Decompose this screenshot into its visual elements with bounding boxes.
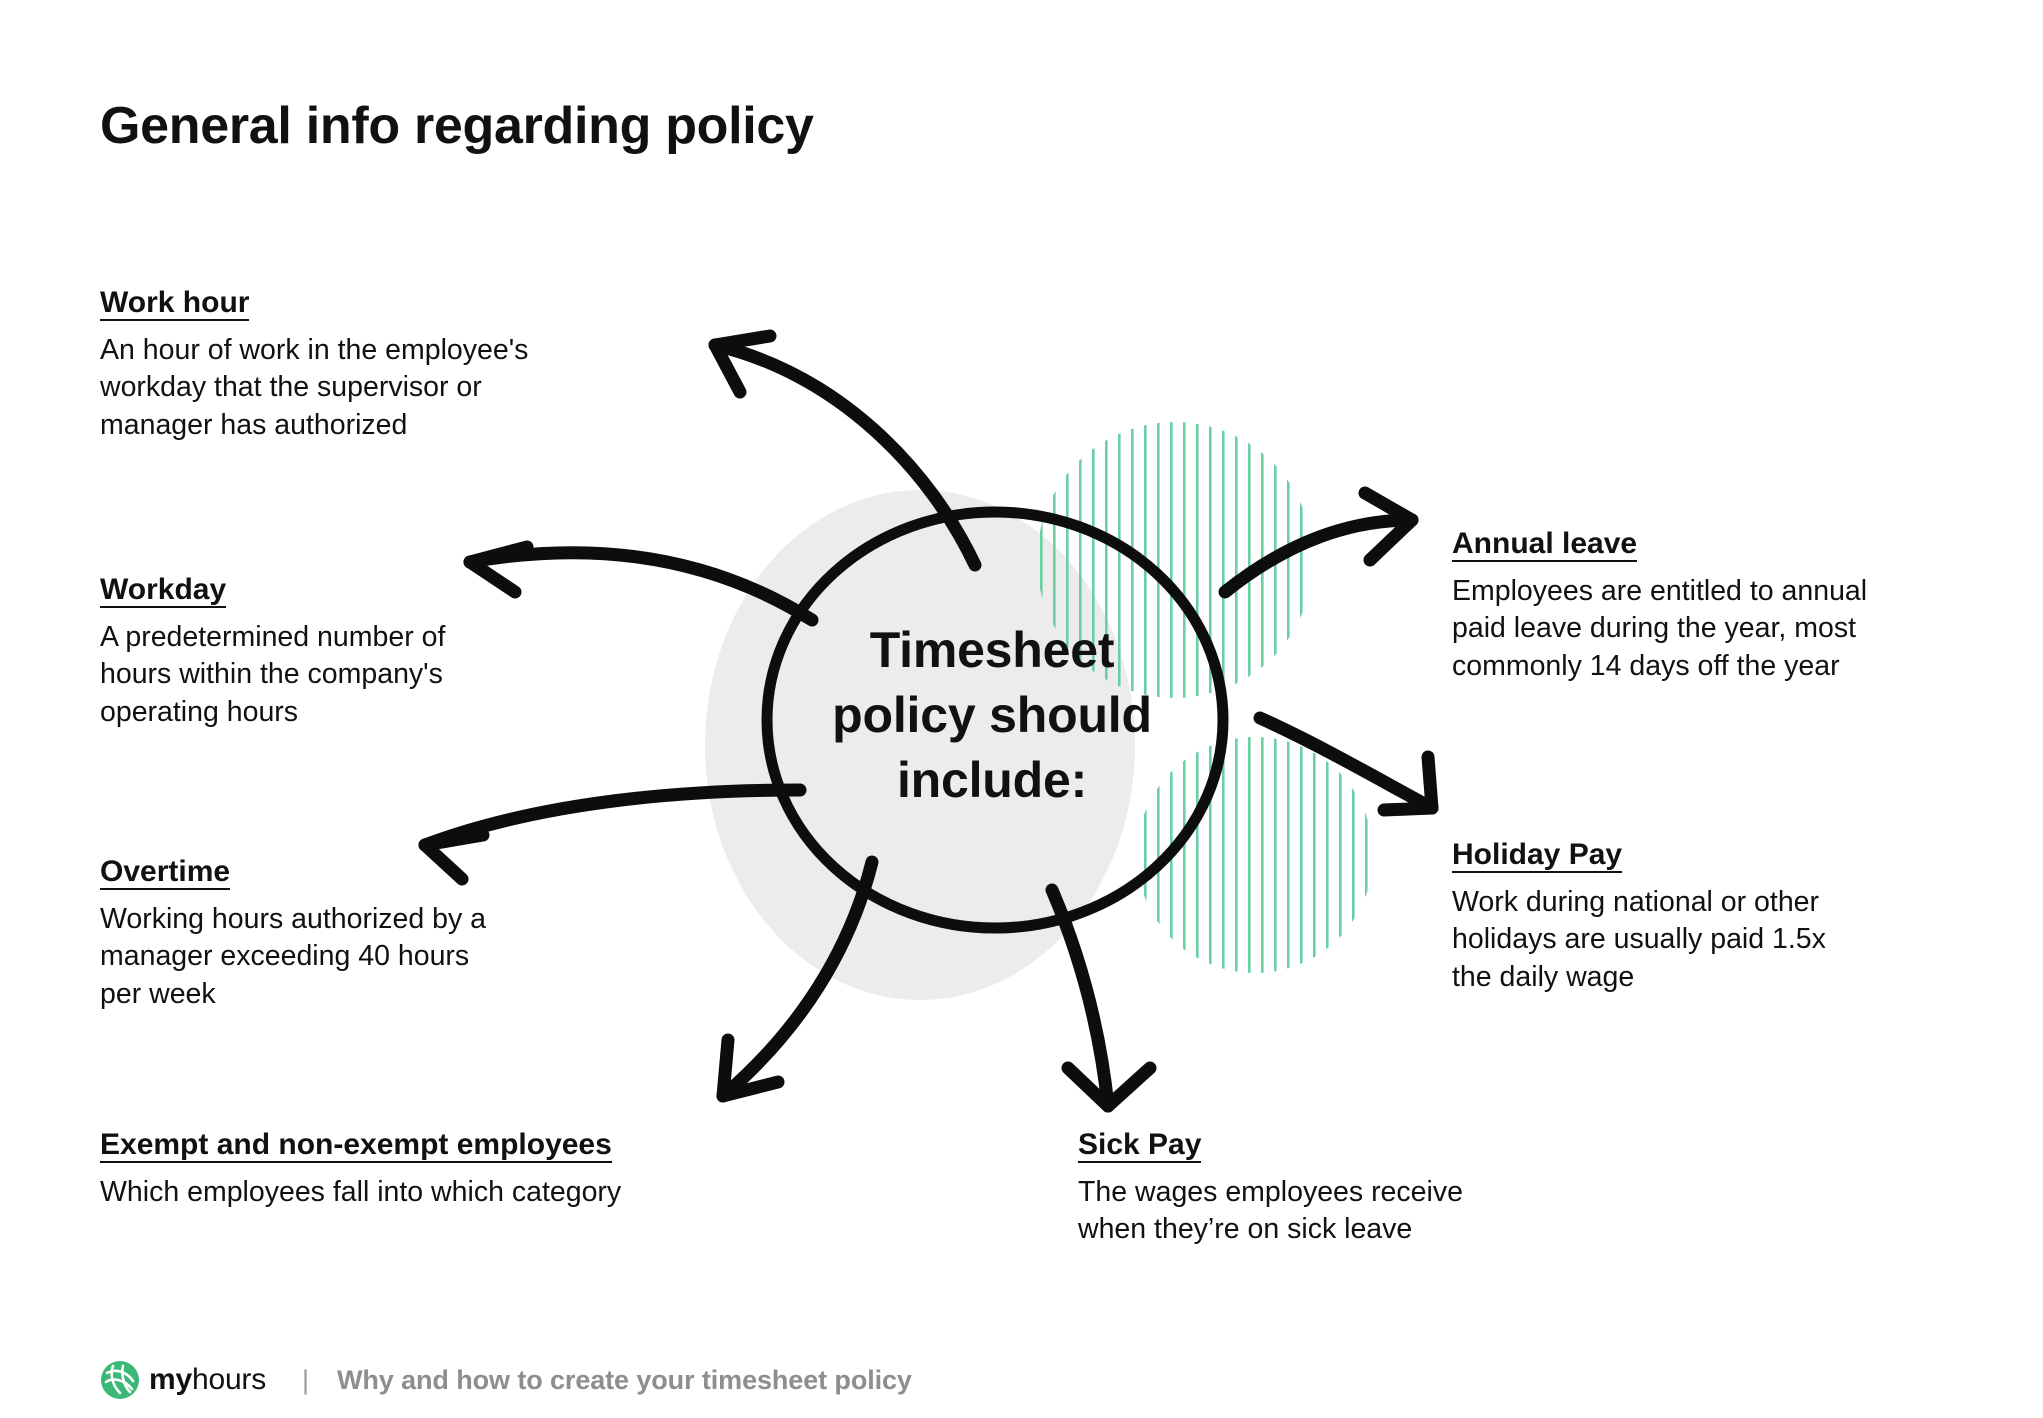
callout-holiday-pay: Holiday Pay Work during national or othe… [1452, 838, 1972, 997]
callout-body-work-hour: An hour of work in the employee's workda… [100, 333, 529, 442]
central-ellipse [761, 506, 1229, 934]
callout-heading-sick-pay: Sick Pay [1078, 1128, 1202, 1167]
arrow-to-holiday-pay [1253, 711, 1439, 817]
callout-heading-work-hour: Work hour [100, 286, 250, 325]
brand-hours: hours [191, 1363, 267, 1396]
callout-body-sick-pay: The wages employees receive when they’re… [1078, 1175, 1463, 1246]
arrow-to-exempt [716, 855, 879, 1103]
myhours-globe-icon [101, 1361, 139, 1399]
arrow-to-work-hour [708, 329, 982, 572]
callout-body-holiday-pay: Work during national or other holidays a… [1452, 885, 1826, 994]
brand-my: my [149, 1363, 192, 1396]
arrow-to-overtime [418, 783, 807, 886]
page-title: General info regarding policy [100, 97, 814, 155]
arrow-to-annual-leave [1218, 486, 1419, 599]
myhours-logo: myhours [100, 1360, 266, 1400]
callout-sick-pay: Sick Pay The wages employees receive whe… [1078, 1128, 1598, 1249]
myhours-wordmark: myhours [149, 1365, 266, 1395]
footer-caption: Why and how to create your timesheet pol… [337, 1364, 912, 1395]
callout-body-workday: A predetermined number of hours within t… [100, 620, 446, 729]
center-label: Timesheet policy should include: [832, 622, 1152, 808]
callout-workday: Workday A predetermined number of hours … [100, 573, 620, 732]
callout-overtime: Overtime Working hours authorized by a m… [100, 855, 660, 1014]
green-stripe-circle-bottom [1137, 737, 1373, 973]
callout-work-hour: Work hour An hour of work in the employe… [100, 286, 660, 445]
callout-body-annual-leave: Employees are entitled to annual paid le… [1452, 574, 1868, 683]
footer-separator: | [302, 1364, 310, 1395]
footer: myhours | Why and how to create your tim… [100, 1358, 912, 1402]
callout-heading-exempt-employees: Exempt and non-exempt employees [100, 1128, 612, 1167]
callout-body-overtime: Working hours authorized by a manager ex… [100, 902, 487, 1011]
callout-heading-overtime: Overtime [100, 855, 231, 894]
callout-annual-leave: Annual leave Employees are entitled to a… [1452, 527, 1992, 686]
callout-heading-annual-leave: Annual leave [1452, 527, 1638, 566]
arrow-to-workday [463, 540, 819, 627]
callout-body-exempt-employees: Which employees fall into which category [100, 1175, 622, 1208]
arrow-to-sick-pay [1045, 883, 1157, 1113]
callout-heading-holiday-pay: Holiday Pay [1452, 838, 1623, 877]
callout-heading-workday: Workday [100, 573, 227, 612]
callout-exempt-employees: Exempt and non-exempt employees Which em… [100, 1128, 860, 1211]
